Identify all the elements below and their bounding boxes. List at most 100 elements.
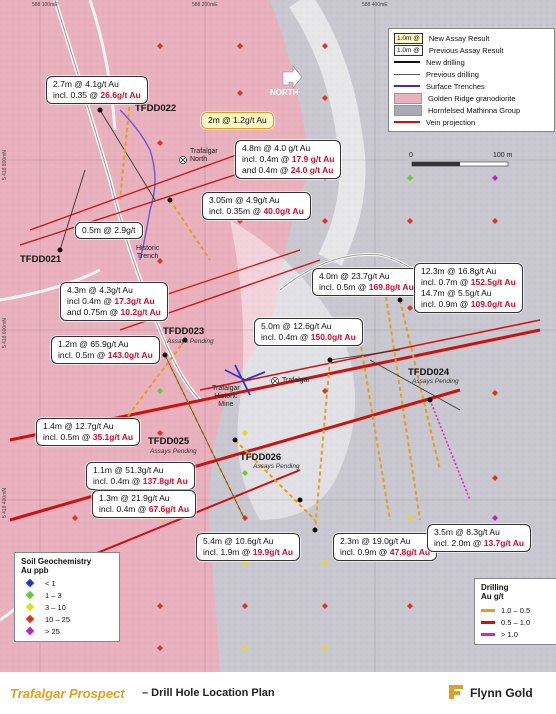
assay-high-grade: 67.6g/t Au [148, 504, 190, 514]
diamond-icon [25, 602, 35, 612]
assay-include: incl. 0.9m @ 47.8g/t Au [340, 547, 430, 558]
footer: Trafalgar Prospect – Drill Hole Location… [0, 672, 556, 714]
assay-text: incl. 0.7m @ [421, 277, 471, 287]
assay-label: 3.05m @ 4.9g/t Au incl. 0.35m @ 40.0g/t … [202, 192, 311, 220]
soil-legend-label: 3 – 10 [45, 602, 66, 612]
north-label: NORTH [270, 88, 299, 97]
assay-label: 12.3m @ 16.8g/t Au incl. 0.7m @ 152.5g/t… [414, 263, 523, 313]
assay-include: and 0.4m @ 24.0 g/t Au [242, 165, 334, 176]
assay-high-grade: 137.8g/t Au [142, 476, 188, 486]
assay-include: incl. 0.5m @ 35.1g/t Au [43, 432, 133, 443]
assay-text: incl. 0.9m @ [421, 299, 471, 309]
hole-label-tfdd023: TFDD023 [163, 326, 205, 337]
assay-include: incl. 0.35m @ 40.0g/t Au [209, 206, 304, 217]
footer-subtitle: – Drill Hole Location Plan [142, 687, 275, 699]
assay-label: 4.0m @ 23.7g/t Au incl. 0.5m @ 169.8g/t … [312, 268, 421, 296]
trench-symbol-icon [394, 85, 420, 87]
assay-label: 5.0m @ 12.6g/t Au incl. 0.4m @ 150.0g/t … [254, 318, 363, 346]
status-tfdd025: Assays Pending [150, 448, 197, 455]
assay-high-grade: 150.0g/t Au [310, 332, 356, 342]
assay-include: incl. 0.4m @ 17.9 g/t Au [242, 154, 334, 165]
assay-label: 1.1m @ 51.3g/t Au incl. 0.4m @ 137.8g/t … [86, 462, 195, 490]
hole-label-tfdd024: TFDD024 [408, 367, 450, 378]
north-arrow-icon [282, 65, 303, 89]
assay-text: incl. 0.4m @ [93, 476, 143, 486]
legend-vein: Vein projection [394, 116, 549, 128]
assay-text: incl 0.4m @ [67, 296, 115, 306]
legend-label: Golden Ridge granodiorite [428, 93, 516, 103]
assay-interval: 1.4m @ 12.7g/t Au [43, 421, 114, 431]
legend-label: Vein projection [426, 117, 476, 127]
assay-high-grade: 152.5g/t Au [470, 277, 516, 287]
drilling-legend-item: 0.5 – 1.0 [481, 616, 551, 628]
assay-text: and 0.75m @ [67, 307, 121, 317]
hole-label-tfdd021: TFDD021 [20, 254, 62, 265]
scale-end: 100 m [493, 152, 513, 159]
drilling-legend-item: 1.0 – 0.5 [481, 604, 551, 616]
assay-interval: 1.3m @ 21.9g/t Au [99, 493, 170, 503]
diamond-icon [25, 578, 35, 588]
assay-include: incl. 1.9m @ 19.9g/t Au [203, 547, 293, 558]
drill-traces [59, 99, 471, 531]
hornfels-swatch [394, 104, 422, 116]
legend-hornfels: Hornfelsed Mathinna Group [394, 104, 549, 116]
assay-label: 4.8m @ 4.0 g/t Au incl. 0.4m @ 17.9 g/t … [235, 140, 342, 179]
hole-label-tfdd025: TFDD025 [148, 436, 190, 447]
assay-interval: 1.2m @ 65.9g/t Au [58, 339, 129, 349]
place-trafalgar-north: Trafalgar North [190, 148, 218, 163]
drill-grade-low-icon [481, 608, 495, 612]
assay-label: 4.3m @ 4.3g/t Au incl 0.4m @ 17.3g/t Au … [60, 282, 168, 321]
assay-include: incl. 0.5m @ 169.8g/t Au [319, 282, 414, 293]
assay-interval: 12.3m @ 16.8g/t Au [421, 266, 497, 276]
assay-interval: 2m @ 1.2g/t Au [208, 115, 267, 125]
drilling-legend-title: Drilling [481, 583, 509, 592]
scale-start: 0 [409, 152, 413, 159]
assay-label: 1.3m @ 21.9g/t Au incl. 0.4m @ 67.6g/t A… [92, 490, 197, 518]
assay-high-grade: 24.0 g/t Au [290, 165, 334, 175]
assay-interval: 2.7m @ 4.1g/t Au [53, 79, 119, 89]
assay-text: incl. 0.4m @ [242, 154, 292, 164]
assay-include: incl. 0.9m @ 109.0g/t Au [421, 299, 516, 310]
assay-include: incl. 0.4m @ 67.6g/t Au [99, 504, 189, 515]
status-tfdd023: Assays Pending [167, 338, 214, 345]
assay-interval: 4.0m @ 23.7g/t Au [319, 271, 390, 281]
drilling-legend-label: 1.0 – 0.5 [501, 605, 531, 615]
coord-easting-2: 588 200mE [192, 2, 218, 8]
granodiorite-swatch [394, 92, 422, 104]
assay-include: incl. 0.4m @ 137.8g/t Au [93, 476, 188, 487]
place-historic-trench: Historic Trench [136, 245, 160, 260]
legend-granodiorite: Golden Ridge granodiorite [394, 92, 549, 104]
coord-northing-1: 5 418 800mN [2, 150, 8, 181]
soil-legend-title: Soil Geochemistry [21, 557, 92, 566]
hole-label-tfdd026: TFDD026 [240, 452, 282, 463]
assay-label: 0.5m @ 2.9g/t [75, 222, 143, 239]
assay-high-grade: 10.2g/t Au [120, 307, 161, 317]
legend-swatch: 1.0m @ [394, 32, 423, 44]
legend-label: New Assay Result [428, 33, 490, 43]
assay-interval: 5.4m @ 10.6g/t Au [203, 536, 274, 546]
new-drill-symbol-icon [394, 61, 420, 63]
diamond-icon [25, 590, 35, 600]
assay-interval: 2.3m @ 19.0g/t Au [340, 536, 411, 546]
soil-legend-item: 1 – 3 [21, 589, 113, 601]
assay-label: 1.2m @ 65.9g/t Au incl. 0.5m @ 143.0g/t … [51, 336, 160, 364]
legend-label: Surface Trenches [426, 81, 485, 91]
legend-label: Previous drilling [426, 69, 479, 79]
soil-legend-label: < 1 [45, 578, 56, 588]
diamond-icon [25, 614, 35, 624]
assay-high-grade: 17.9 g/t Au [291, 154, 335, 164]
legend-trenches: Surface Trenches [394, 80, 549, 92]
legend-prev-drilling: Previous drilling [394, 68, 549, 80]
drilling-legend-unit: Au g/t [481, 592, 504, 601]
mine-icon [179, 156, 279, 385]
assay-include: incl 0.4m @ 17.3g/t Au [67, 296, 161, 307]
assay-high-grade: 17.3g/t Au [114, 296, 155, 306]
map-legend: 1.0m @New Assay Result 1.0m @Previous As… [388, 28, 555, 132]
assay-text: incl. 0.5m @ [319, 282, 369, 292]
coord-northing-2: 5 418 600mN [2, 318, 8, 349]
hole-label-tfdd022: TFDD022 [135, 103, 177, 114]
legend-label: New drilling [426, 57, 465, 67]
place-trafalgar: Trafalgar [282, 377, 310, 384]
assay-label: 5.4m @ 10.6g/t Au incl. 1.9m @ 19.9g/t A… [196, 533, 301, 561]
assay-include: incl. 0.4m @ 150.0g/t Au [261, 332, 356, 343]
